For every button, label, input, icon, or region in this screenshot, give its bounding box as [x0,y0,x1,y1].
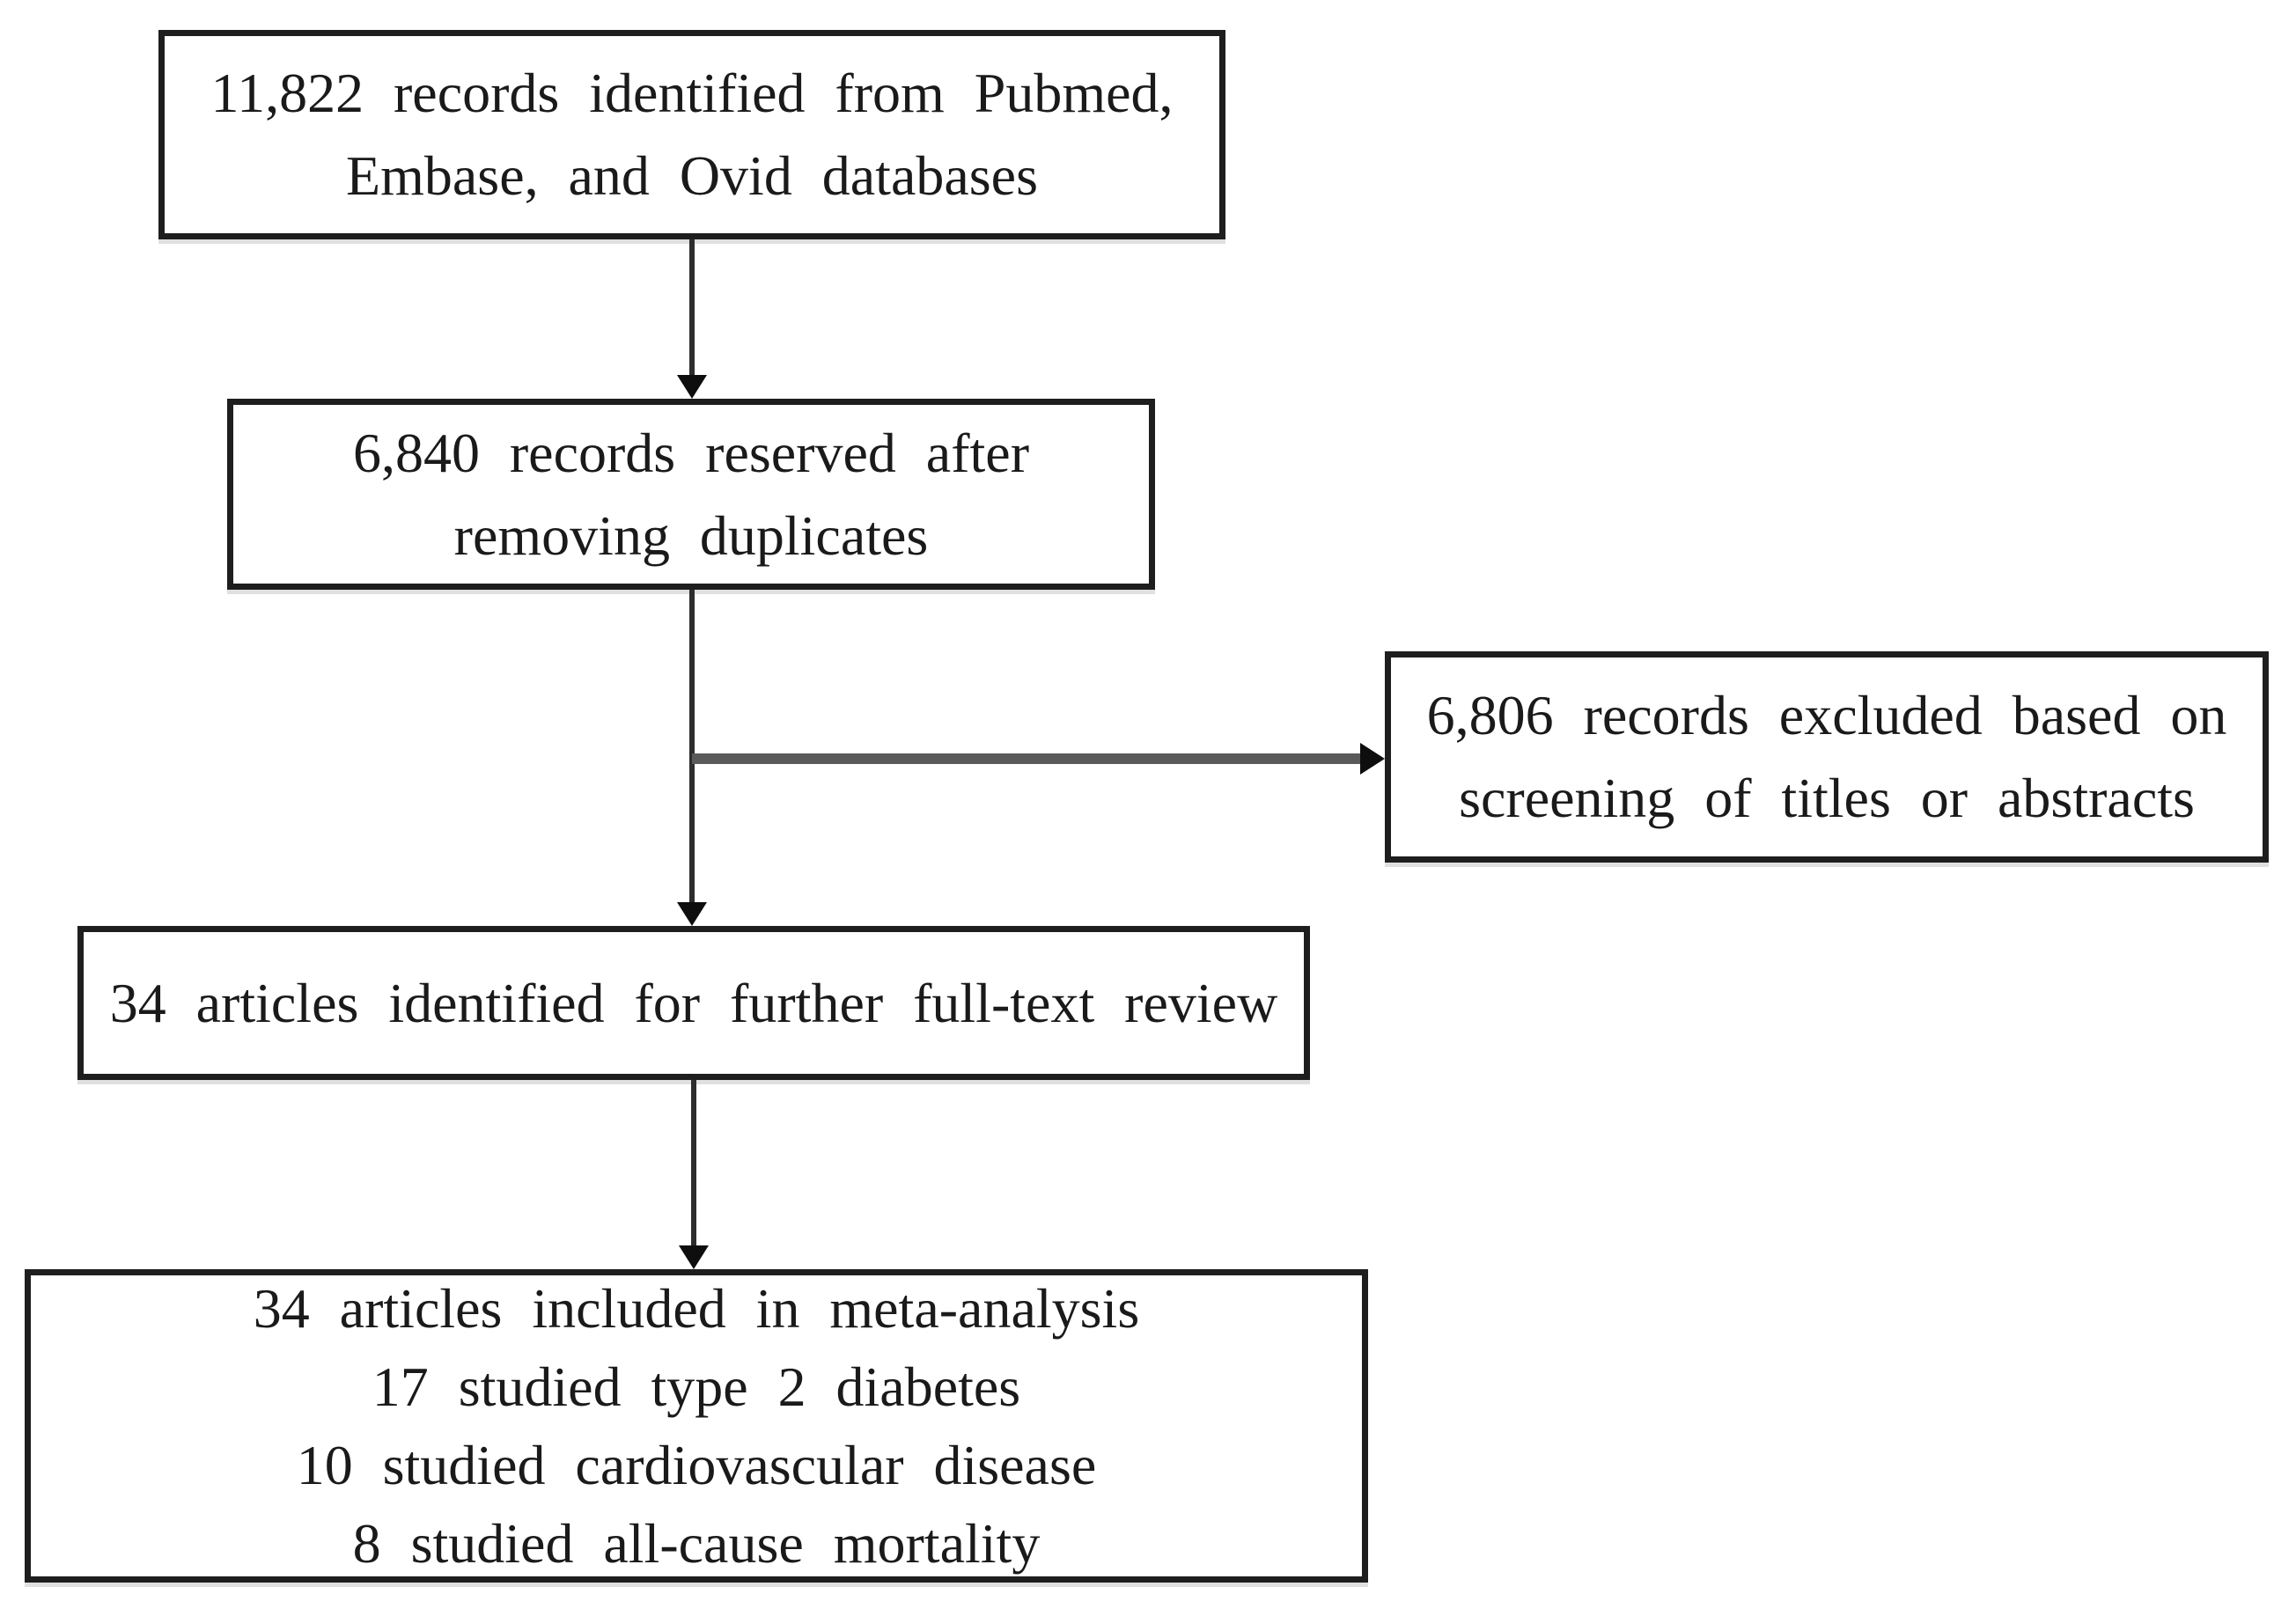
box-fulltext-review-line-1: 34 articles identified for further full-… [109,971,1278,1034]
box-records-excluded-line-2: screening of titles or abstracts [1459,767,2195,829]
box-meta-analysis-line-2: 17 studied type 2 diabetes [372,1355,1021,1418]
box-meta-analysis-line-4: 8 studied all-cause mortality [352,1512,1041,1575]
box-meta-analysis-line-3: 10 studied cardiovascular disease [296,1434,1097,1496]
box-records-identified-line-1: 11,822 records identified from Pubmed, [210,62,1174,124]
box-records-identified: 11,822 records identified from Pubmed, E… [158,30,1225,239]
connector-deduplicated-to-fulltext [689,590,695,905]
box-meta-analysis-line-1: 34 articles included in meta-analysis [253,1277,1140,1340]
connector-branch-to-excluded [692,753,1363,764]
box-records-deduplicated-line-1: 6,840 records reserved after [352,421,1030,484]
box-records-deduplicated-line-2: removing duplicates [453,503,929,567]
connector-identified-to-deduplicated [689,239,695,378]
connector-fulltext-to-included [691,1080,696,1248]
box-records-identified-line-2: Embase, and Ovid databases [346,144,1038,207]
box-records-excluded-line-1: 6,806 records excluded based on [1426,684,2227,746]
box-records-excluded: 6,806 records excluded based on screenin… [1385,651,2269,863]
arrow-down-icon [677,902,707,926]
box-fulltext-review: 34 articles identified for further full-… [77,926,1310,1080]
box-meta-analysis-included: 34 articles included in meta-analysis 17… [25,1269,1368,1583]
box-records-deduplicated: 6,840 records reserved after removing du… [227,399,1155,590]
arrow-right-icon [1360,743,1385,775]
arrow-down-icon [679,1245,709,1269]
arrow-down-icon [677,375,707,399]
